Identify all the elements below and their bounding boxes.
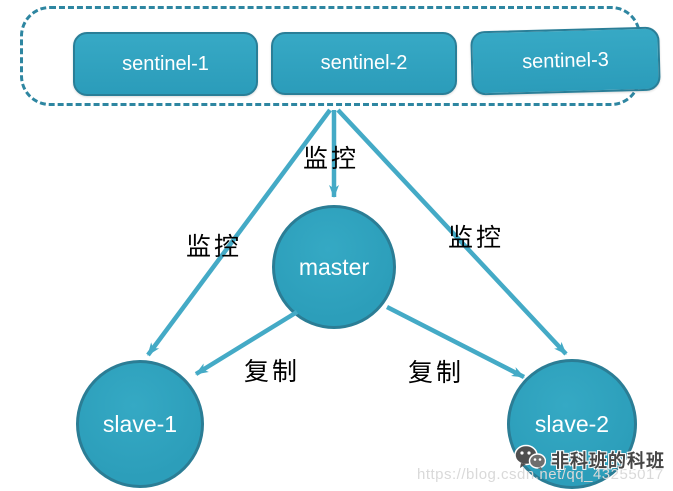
node-label: slave-2 (534, 410, 610, 437)
edge-label-monitor-left: 监控 (185, 234, 243, 261)
node-master: master (272, 205, 396, 329)
node-sentinel-1: sentinel-1 (73, 32, 258, 96)
watermark-brand: 非科班的科班 (514, 444, 665, 476)
wechat-icon (514, 444, 547, 476)
watermark-name: 非科班的科班 (551, 451, 665, 471)
sentinel-group-container: sentinel-1 sentinel-2 sentinel-3 (20, 6, 661, 106)
node-label: sentinel-2 (320, 52, 408, 74)
node-sentinel-2: sentinel-2 (271, 32, 457, 95)
edge-label-replicate-right: 复制 (407, 360, 465, 387)
node-sentinel-3: sentinel-3 (470, 26, 661, 96)
node-label: sentinel-1 (122, 52, 209, 75)
edge-label-monitor-right: 监控 (447, 225, 505, 252)
node-label: slave-1 (102, 410, 178, 437)
node-slave-1: slave-1 (76, 360, 204, 488)
edge-label-replicate-left: 复制 (243, 359, 301, 386)
edge-label-monitor-center: 监控 (302, 146, 360, 173)
node-slave-2: slave-2 (507, 359, 637, 489)
watermark-url: https://blog.csdn.net/qq_43255017 (417, 466, 664, 483)
node-label: sentinel-3 (521, 48, 610, 73)
node-label: master (298, 253, 370, 280)
